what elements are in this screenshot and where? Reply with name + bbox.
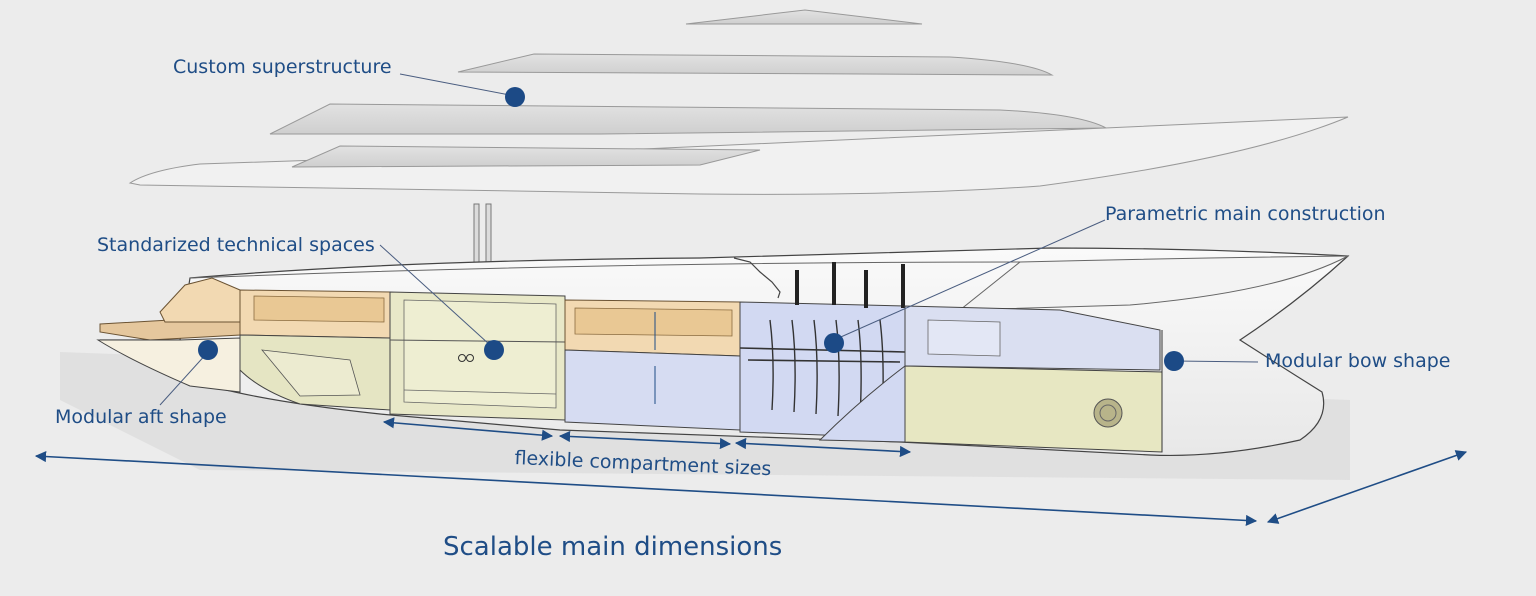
compartment-1	[239, 289, 391, 411]
label-modular-bow-shape: Modular bow shape	[1265, 350, 1451, 372]
aft-upper	[159, 277, 241, 323]
marker-technical-spaces	[484, 340, 504, 360]
compartment-2-technical	[389, 291, 566, 421]
superstructure	[128, 9, 1349, 195]
deck-4	[457, 53, 1054, 76]
label-scalable-main-dimensions: Scalable main dimensions	[443, 532, 783, 562]
stairs	[733, 257, 781, 299]
deck-top	[685, 9, 923, 25]
label-custom-superstructure: Custom superstructure	[173, 56, 392, 78]
dimension-arrows	[34, 450, 1468, 527]
label-standardized-technical-spaces: Standarized technical spaces	[97, 234, 375, 256]
marker-aft-shape	[198, 340, 218, 360]
compartment-5	[818, 305, 1163, 453]
compartment-arrows	[382, 417, 912, 458]
marker-superstructure	[505, 87, 525, 107]
bow-thruster	[1093, 398, 1123, 428]
label-modular-aft-shape: Modular aft shape	[55, 406, 227, 428]
markers	[198, 87, 1184, 371]
marker-main-construction	[824, 333, 844, 353]
marker-bow-shape	[1164, 351, 1184, 371]
deck-3	[269, 103, 1107, 135]
engine-room-lower	[904, 365, 1163, 453]
leader-lines	[159, 73, 1259, 406]
label-parametric-main-construction: Parametric main construction	[1105, 203, 1386, 225]
compartment-3	[564, 299, 741, 431]
deck-2	[291, 145, 761, 168]
bow-deck	[958, 255, 1349, 311]
